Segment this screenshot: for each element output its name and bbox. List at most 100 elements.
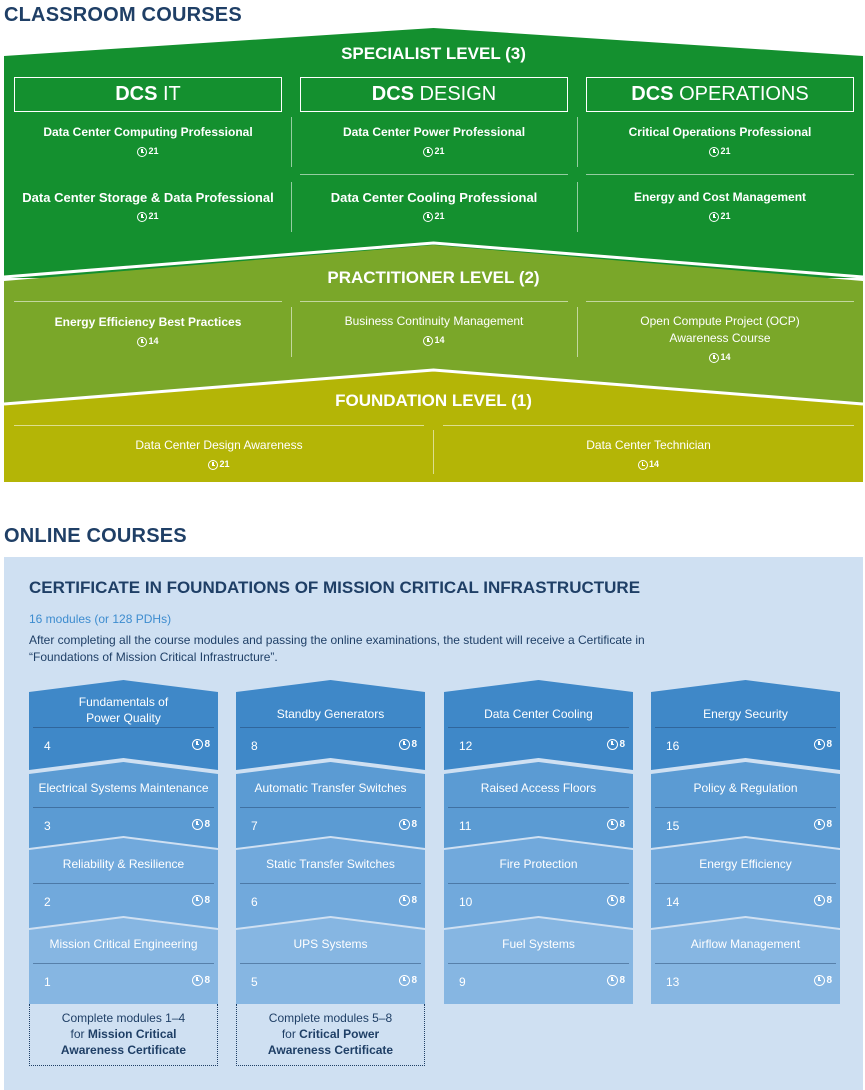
hours-value: 21	[434, 146, 445, 156]
clock-icon	[709, 146, 720, 157]
module-number: 9	[459, 975, 466, 989]
module-chevron-shape	[444, 918, 633, 1004]
module-number: 10	[459, 895, 473, 909]
course-business-continuity-management: Business Continuity Management 14	[300, 313, 568, 351]
clock-icon	[814, 739, 826, 750]
track-dcs-operations: DCS OPERATIONS	[586, 77, 854, 112]
grid-divider	[14, 425, 424, 426]
hours-value: 21	[148, 146, 159, 156]
module-number: 12	[459, 739, 473, 753]
module-title: Fundamentals of	[78, 695, 169, 709]
module-divider	[448, 727, 629, 728]
award-name: Critical Power	[299, 1027, 380, 1041]
course-hours: 21	[137, 208, 159, 225]
grid-divider	[433, 430, 434, 474]
clock-icon	[607, 739, 619, 750]
hours-value: 21	[219, 459, 230, 469]
track-name: IT	[163, 83, 181, 105]
module-divider	[655, 807, 836, 808]
module-chevron-shape	[29, 762, 218, 848]
module-hours: 8	[192, 739, 210, 750]
clock-icon	[399, 975, 411, 986]
module-number: 15	[666, 819, 680, 833]
course-hours: 21	[423, 143, 445, 160]
clock-icon	[423, 335, 434, 346]
hours-value: 8	[204, 819, 210, 830]
clock-icon	[192, 819, 204, 830]
module-title: Energy Security	[703, 707, 788, 721]
hours-value: 8	[826, 975, 832, 986]
course-name-line2: Awareness Course	[669, 331, 771, 345]
hours-value: 14	[148, 336, 159, 346]
module-hours: 8	[814, 975, 832, 986]
module-hours: 8	[399, 895, 417, 906]
module-chevron-shape	[29, 680, 218, 770]
course-data-center-computing-professional: Data Center Computing Professional 21	[14, 124, 282, 162]
module-hours: 8	[607, 739, 625, 750]
award-line: Complete modules 5–8	[268, 1011, 393, 1025]
hours-value: 21	[434, 211, 445, 221]
module-title: Standby Generators	[276, 707, 385, 721]
module-chevron-shape	[444, 680, 633, 770]
hours-value: 8	[619, 819, 625, 830]
clock-icon	[709, 352, 720, 363]
module-number: 13	[666, 975, 680, 989]
classroom-courses-heading: CLASSROOM COURSES	[4, 4, 242, 26]
module-title-line2: Power Quality	[86, 711, 161, 725]
course-name: Data Center Design Awareness	[135, 438, 303, 452]
clock-icon	[399, 739, 411, 750]
hours-value: 8	[619, 975, 625, 986]
course-hours: 21	[137, 143, 159, 160]
course-data-center-design-awareness: Data Center Design Awareness 21	[14, 437, 424, 475]
award-name: Awareness Certificate	[60, 1043, 187, 1057]
hours-value: 21	[720, 146, 731, 156]
module-number: 4	[44, 739, 51, 753]
modules-summary: 16 modules (or 128 PDHs)	[29, 612, 172, 626]
award-prefix: for	[281, 1027, 300, 1041]
module-number: 1	[44, 975, 51, 989]
module-hours: 8	[399, 739, 417, 750]
clock-icon	[709, 211, 720, 222]
course-name: Data Center Computing Professional	[43, 125, 253, 139]
course-hours: 21	[709, 143, 731, 160]
module-hours: 8	[814, 739, 832, 750]
grid-divider	[577, 307, 578, 357]
module-chevron-shape	[236, 762, 425, 848]
grid-divider	[14, 301, 282, 302]
track-name: OPERATIONS	[679, 83, 809, 105]
module-chevron-shape	[29, 918, 218, 1004]
module-divider	[448, 963, 629, 964]
track-prefix: DCS	[115, 83, 158, 105]
course-name: Data Center Power Professional	[342, 125, 526, 139]
clock-icon	[192, 739, 204, 750]
module-hours: 8	[607, 819, 625, 830]
award-line: for Mission Critical	[30, 1026, 217, 1042]
module-title: Automatic Transfer Switches	[254, 781, 407, 795]
module-chevron-shape	[236, 838, 425, 928]
module-divider	[33, 727, 214, 728]
clock-icon	[607, 895, 619, 906]
course-hours: 21	[709, 208, 731, 225]
clock-icon	[637, 459, 648, 470]
module-number: 2	[44, 895, 51, 909]
module-hours: 8	[399, 975, 417, 986]
module-hours: 8	[607, 975, 625, 986]
module-hours: 8	[192, 819, 210, 830]
module-title: Fuel Systems	[502, 937, 575, 951]
clock-icon	[423, 211, 434, 222]
module-divider	[240, 963, 421, 964]
track-prefix: DCS	[371, 83, 414, 105]
course-hours: 14	[709, 349, 731, 366]
clock-icon	[137, 146, 148, 157]
award-line: Awareness Certificate	[30, 1042, 217, 1058]
course-name: Business Continuity Management	[344, 314, 524, 328]
module-chevron-shape	[29, 838, 218, 928]
clock-icon	[607, 819, 619, 830]
